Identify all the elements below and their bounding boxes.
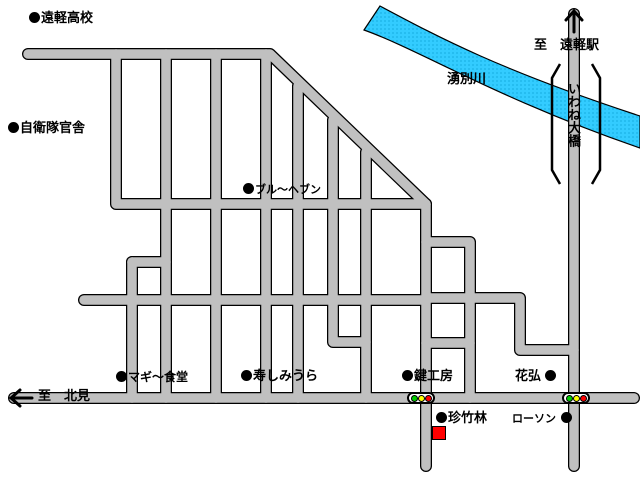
river-label: 湧別川 xyxy=(447,72,487,87)
signal-lamp xyxy=(566,395,573,402)
north-destination-label: 至 遠軽駅 xyxy=(534,38,600,53)
landmark-sdf-quarters: 自衛隊官舎 xyxy=(8,121,85,137)
bridge-right-bracket xyxy=(590,63,602,185)
roads-fill xyxy=(9,9,639,471)
bridge-left-bracket xyxy=(550,63,562,185)
black-dot-icon xyxy=(545,370,557,381)
black-dot-icon xyxy=(241,370,252,381)
landmark-kotobuki: 寿しみうら xyxy=(241,369,318,385)
black-dot-icon xyxy=(436,412,447,423)
signal-lamp xyxy=(580,395,587,402)
signal-lamp xyxy=(418,395,425,402)
arrow-up-icon xyxy=(564,8,584,34)
landmark-lawson: ローソン xyxy=(512,411,573,427)
black-dot-icon xyxy=(29,12,40,23)
landmark-craft: 鍵工房 xyxy=(402,369,453,385)
black-dot-icon xyxy=(561,412,572,423)
landmark-school: 遠軽高校 xyxy=(29,11,93,27)
landmark-chinchikurin: 珍竹林 xyxy=(436,411,487,427)
black-dot-icon xyxy=(243,183,254,194)
traffic-light-icon xyxy=(407,392,435,404)
arrow-left-icon xyxy=(8,388,34,408)
black-dot-icon xyxy=(8,122,19,133)
landmark-hanahiro: 花弘 xyxy=(515,369,557,385)
red-square-icon xyxy=(432,426,446,440)
black-dot-icon xyxy=(402,370,413,381)
bridge-label: いわね大橋 xyxy=(565,82,580,147)
traffic-light-icon xyxy=(562,392,590,404)
landmark-blue-heaven: ブル〜ヘブン xyxy=(243,182,321,198)
black-dot-icon xyxy=(116,371,127,382)
signal-lamp xyxy=(425,395,432,402)
signal-lamp xyxy=(411,395,418,402)
west-destination-label: 至 北見 xyxy=(38,389,91,404)
landmark-maggie: マギ〜食堂 xyxy=(116,369,188,385)
signal-lamp xyxy=(573,395,580,402)
